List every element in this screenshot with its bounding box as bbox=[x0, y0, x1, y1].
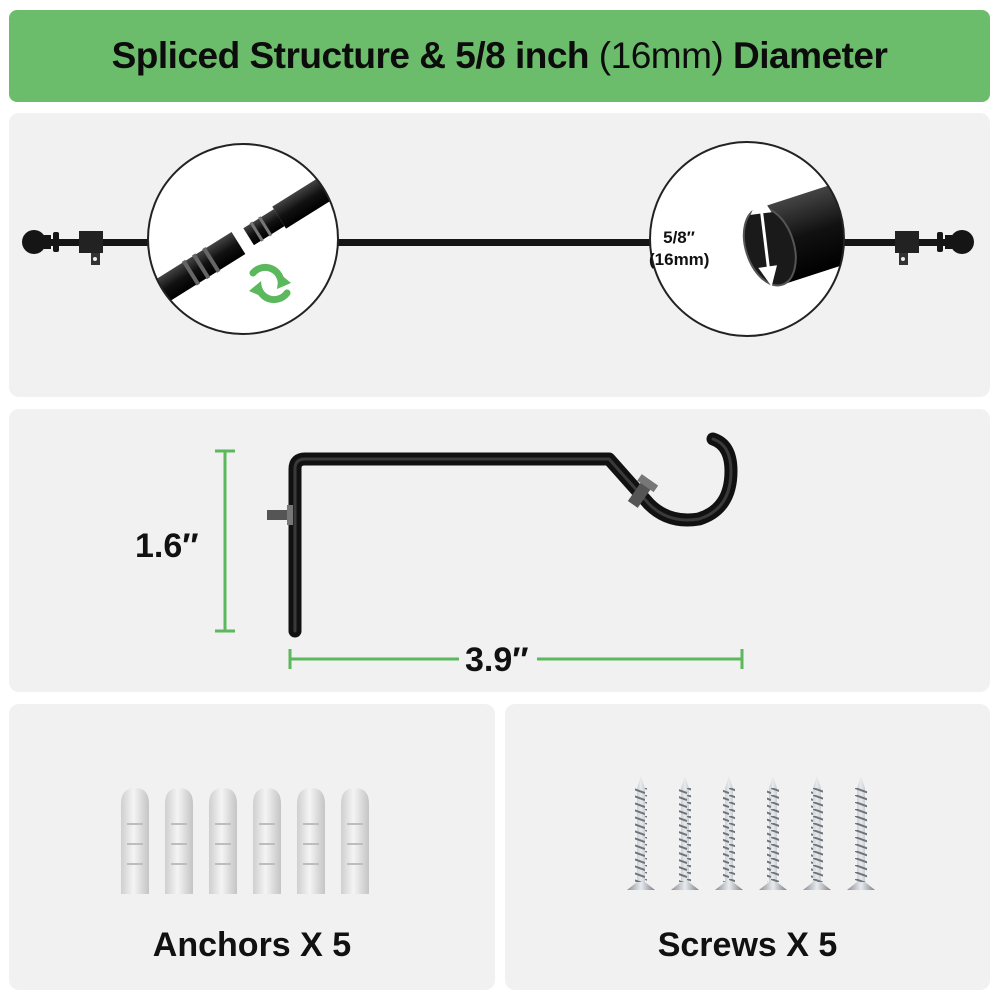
screw-6-icon bbox=[847, 776, 875, 890]
rod-panel: 5/8″ (16mm) bbox=[9, 113, 990, 397]
screw-4-icon bbox=[759, 776, 787, 890]
height-label: 1.6″ bbox=[135, 527, 199, 565]
hook-bracket-icon bbox=[288, 432, 738, 638]
width-dimension-line bbox=[288, 649, 744, 669]
bracket-illustration bbox=[215, 432, 744, 669]
wall-anchor-icon bbox=[121, 788, 369, 894]
anchor-3-icon bbox=[209, 788, 237, 894]
rotate-arrows-icon bbox=[249, 263, 291, 304]
set-screw-icon bbox=[627, 474, 659, 508]
width-label: 3.9″ bbox=[465, 641, 529, 679]
diameter-arrow-icon bbox=[750, 193, 777, 287]
screws-label: Screws X 5 bbox=[657, 926, 838, 964]
diameter-mm-label: (16mm) bbox=[649, 250, 710, 269]
header-title: Spliced Structure & 5/8 inch (16mm) Diam… bbox=[111, 35, 888, 76]
anchor-2-icon bbox=[165, 788, 193, 894]
height-dimension-line bbox=[215, 449, 235, 633]
left-bracket-icon bbox=[79, 231, 103, 265]
screw-icon bbox=[627, 776, 875, 890]
screws-panel: Screws X 5 bbox=[505, 704, 990, 990]
screw-1-icon bbox=[627, 776, 655, 890]
screw-5-icon bbox=[803, 776, 831, 890]
diameter-zoom bbox=[650, 142, 844, 336]
splice-joint-zoom bbox=[148, 144, 338, 334]
anchors-label: Anchors X 5 bbox=[152, 926, 352, 964]
bracket-screw-icon bbox=[267, 505, 293, 525]
bracket-panel: 1.6″ 3.9″ bbox=[9, 409, 990, 692]
anchors-panel: Anchors X 5 bbox=[9, 704, 495, 990]
rod-bar bbox=[39, 239, 959, 246]
screw-3-icon bbox=[715, 776, 743, 890]
header-banner: Spliced Structure & 5/8 inch (16mm) Diam… bbox=[9, 10, 990, 102]
screw-2-icon bbox=[671, 776, 699, 890]
right-finial-icon bbox=[937, 230, 974, 254]
curtain-rod-illustration bbox=[22, 141, 974, 337]
diameter-inch-label: 5/8″ bbox=[663, 228, 695, 247]
anchor-5-icon bbox=[297, 788, 325, 894]
anchor-1-icon bbox=[121, 788, 149, 894]
left-finial-icon bbox=[22, 230, 59, 254]
right-bracket-icon bbox=[895, 231, 919, 265]
anchor-4-icon bbox=[253, 788, 281, 894]
anchor-6-icon bbox=[341, 788, 369, 894]
